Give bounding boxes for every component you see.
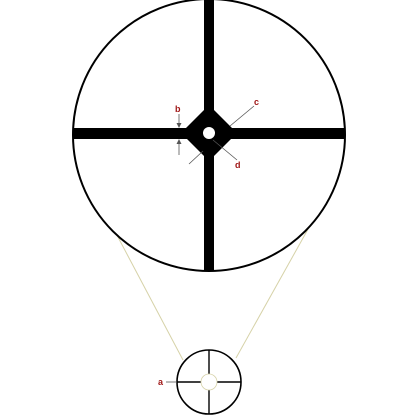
- callout-c: c: [229, 97, 259, 127]
- post-right: [229, 128, 345, 139]
- callout-b-arrow-lower: [176, 139, 182, 144]
- post-bottom: [204, 155, 214, 271]
- callout-d-line: [212, 139, 238, 161]
- callout-diamond-width: [188, 150, 204, 165]
- projection-line-right: [235, 221, 313, 359]
- projection-line-left: [109, 221, 184, 361]
- label-c: c: [254, 97, 259, 107]
- label-a: a: [158, 377, 164, 387]
- callout-b: b: [175, 104, 182, 155]
- label-d: d: [235, 160, 241, 170]
- enlarged-reticle: [72, 0, 346, 272]
- callout-c-line: [229, 105, 255, 127]
- center-dot-hole: [203, 127, 215, 139]
- projection-lines: [109, 221, 313, 361]
- small-center-circle: [200, 373, 218, 391]
- post-top: [204, 0, 214, 115]
- callout-diamond-width-line: [188, 150, 204, 165]
- post-left: [73, 128, 189, 139]
- small-reticle: a: [158, 349, 242, 415]
- label-b: b: [175, 104, 181, 114]
- callout-d: d: [212, 139, 241, 170]
- callout-b-arrow-upper: [176, 123, 182, 128]
